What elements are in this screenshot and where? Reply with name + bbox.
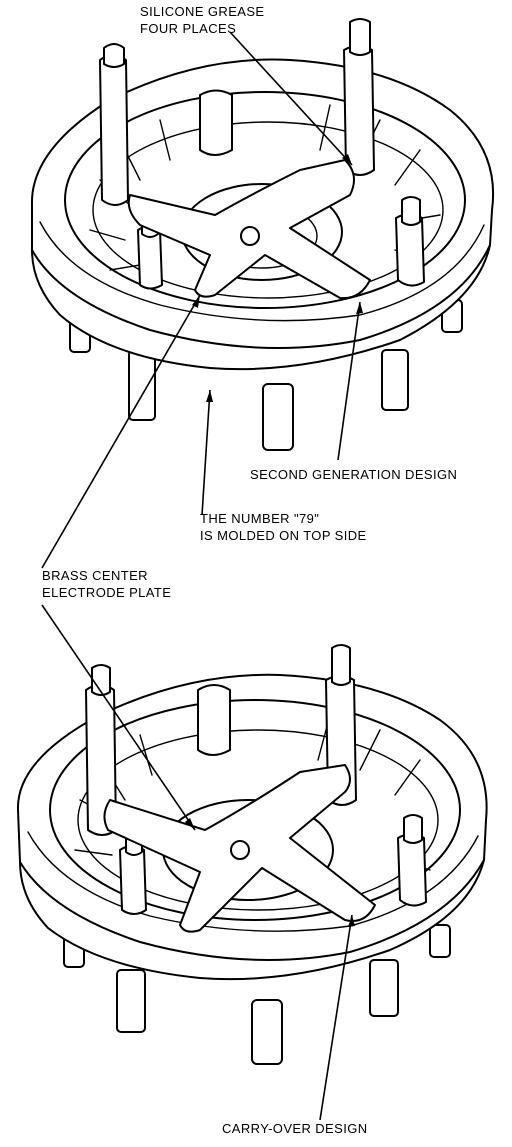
bottom-cap-lower-terminals: [63, 924, 451, 1065]
bottom-distributor-cap: [16, 644, 488, 1065]
carry-over-label: CARRY-OVER DESIGN: [222, 1121, 368, 1136]
leader-lines: [41, 31, 363, 1121]
silicone-grease-label: SILICONE GREASE FOUR PLACES: [140, 3, 264, 37]
second-generation-label: SECOND GENERATION DESIGN: [250, 467, 458, 482]
brass-center-label: BRASS CENTER ELECTRODE PLATE: [42, 567, 171, 601]
top-brass-plate: [127, 159, 371, 300]
brass-center-line-2: ELECTRODE PLATE: [42, 585, 172, 600]
number-79-label: THE NUMBER "79" IS MOLDED ON TOP SIDE: [200, 510, 367, 544]
brass-center-line-1: BRASS CENTER: [42, 568, 148, 583]
silicone-grease-line-1: SILICONE GREASE: [140, 4, 265, 19]
top-distributor-cap: [30, 18, 494, 451]
number-79-line-2: IS MOLDED ON TOP SIDE: [200, 528, 367, 543]
number-79-line-1: THE NUMBER "79": [200, 511, 320, 526]
silicone-grease-line-2: FOUR PLACES: [140, 21, 237, 36]
bottom-brass-plate: [103, 764, 376, 933]
